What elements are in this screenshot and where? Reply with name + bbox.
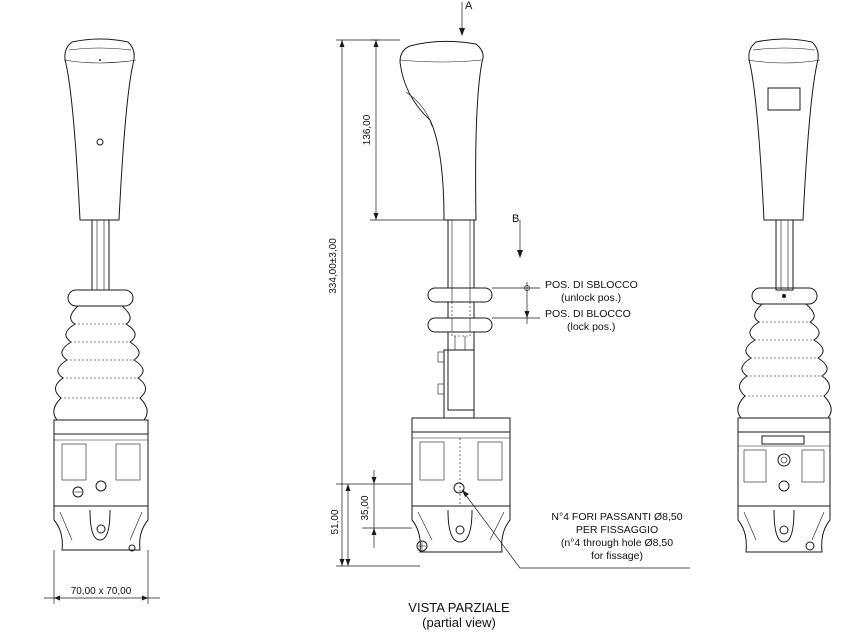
lock-label-it: POS. DI BLOCCO [545,308,631,320]
collar-lock [427,317,493,333]
shaft-right [775,219,794,291]
dim-width-label: 70,00 x 70,00 [71,586,132,597]
knob-window-icon [767,87,801,111]
flange-side [411,505,511,553]
base-left [53,419,149,435]
shaft-left [91,219,110,291]
dim-base-total-label: 51,00 [330,509,341,534]
holes-line2: PER FISSAGGIO [576,524,658,536]
front-view-right [737,38,832,553]
section-a-label: A [465,0,473,12]
side-view-center: A [328,0,690,569]
fixing-hole-icon [453,482,465,494]
bellows-left [53,305,148,421]
knob-side [399,40,484,221]
connector-icon [777,453,791,467]
unlock-label-en: (unlock pos.) [561,292,621,304]
knob-right [748,38,819,221]
section-b-label: B [512,213,519,225]
flange-right [737,505,831,553]
base-right [737,417,831,433]
front-view-left: 70,00 x 70,00 [44,38,160,604]
base-side [411,417,511,433]
lock-label-en: (lock pos.) [567,321,615,333]
bellows-right [737,303,832,419]
screw-icon [72,486,84,498]
holes-line3: (n°4 through hole Ø8,50 [561,537,673,549]
collar-left [67,289,134,307]
dim-knob-label: 136,00 [362,114,373,145]
caption-it: VISTA PARZIALE [408,600,510,615]
knob-left [64,38,135,221]
holes-line1: N°4 FORI PASSANTI Ø8,50 [551,511,682,523]
dim-base-inner-label: 35,00 [360,495,371,520]
dim-total-label: 334,00±3,00 [328,238,339,294]
unlock-label-it: POS. DI SBLOCCO [545,279,638,291]
flange-left [53,505,149,551]
holes-line4: for fissage) [591,550,643,562]
knob-button-icon [96,138,104,146]
caption-en: (partial view) [422,615,496,630]
collar-unlock [427,287,493,303]
